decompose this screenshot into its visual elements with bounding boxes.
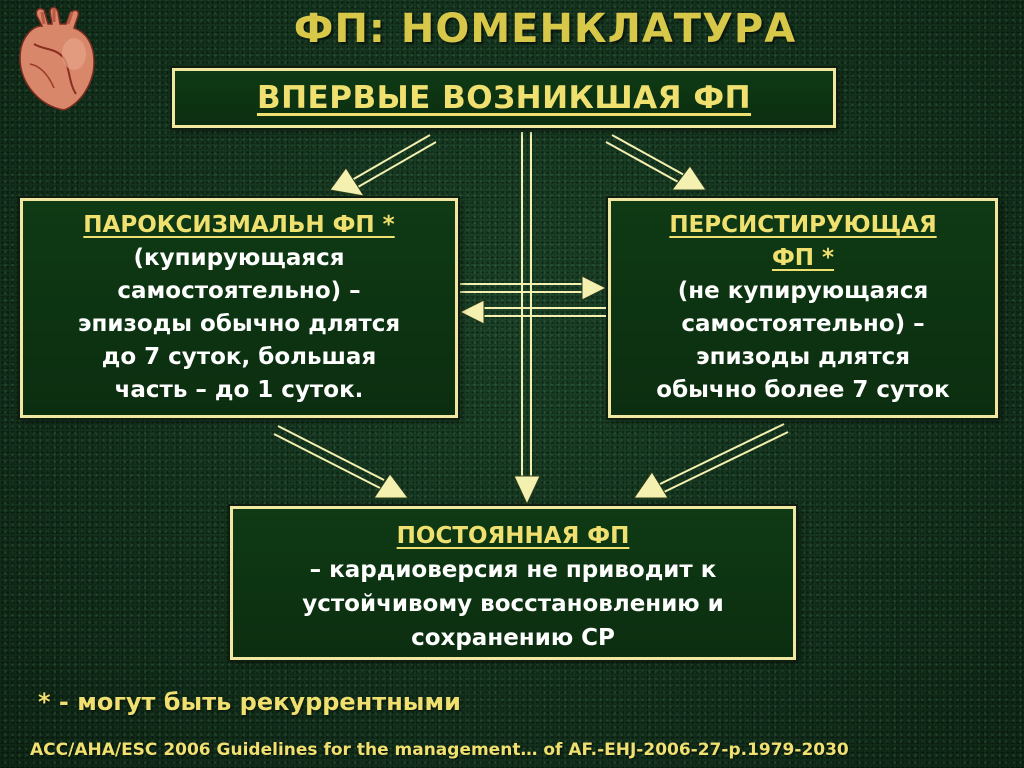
permanent-af-heading: ПОСТОЯННАЯ ФП (396, 523, 630, 549)
arrowhead-paroxysmal-to-persistent (581, 275, 608, 301)
arrow-first-to-paroxysmal (351, 134, 437, 188)
arrow-first-to-permanent (521, 132, 532, 478)
paroxysmal-line-1: (купирующаяся (133, 245, 345, 271)
persistent-af-box: ПЕРСИСТИРУЮЩАЯ ФП * (не купирующаяся сам… (606, 196, 1000, 420)
paroxysmal-line-5: часть – до 1 суток. (114, 377, 364, 403)
first-detected-af-heading: ВПЕРВЫЕ ВОЗНИКШАЯ ФП (256, 80, 752, 116)
heart-icon (19, 6, 95, 111)
permanent-line-3: сохранению СР (411, 625, 615, 651)
arrow-paroxysmal-to-permanent (273, 425, 385, 489)
recurrence-footnote: * - могут быть рекуррентными (38, 688, 461, 716)
page-title: ФП: НОМЕНКЛАТУРА (293, 6, 797, 52)
arrow-first-to-persistent (605, 134, 687, 184)
paroxysmal-line-2: самостоятельно) – (117, 278, 361, 304)
persistent-line-3: эпизоды длятся (695, 344, 911, 370)
arrow-persistent-to-permanent (659, 423, 789, 493)
paroxysmal-line-4: до 7 суток, большая (101, 344, 377, 370)
permanent-line-1: – кардиоверсия не приводит к (309, 557, 717, 583)
arrowhead-persistent-to-paroxysmal (458, 299, 485, 325)
persistent-af-heading-line-2: ФП * (771, 245, 835, 271)
paroxysmal-af-heading: ПАРОКСИЗМАЛЬН ФП * (83, 212, 395, 238)
persistent-line-1: (не купирующаяся (677, 278, 929, 304)
guideline-citation: ACC/AHA/ESC 2006 Guidelines for the mana… (30, 740, 849, 760)
paroxysmal-af-box: ПАРОКСИЗМАЛЬН ФП * (купирующаяся самосто… (18, 196, 460, 420)
arrowhead-paroxysmal-to-permanent (373, 473, 409, 499)
arrowhead-first-to-paroxysmal (329, 167, 366, 197)
arrowhead-first-to-permanent (513, 475, 541, 506)
arrow-paroxysmal-to-persistent (460, 283, 584, 293)
arrowhead-persistent-to-permanent (633, 471, 669, 499)
permanent-af-box: ПОСТОЯННАЯ ФП – кардиоверсия не приводит… (228, 504, 798, 662)
arrow-persistent-to-paroxysmal (482, 307, 606, 317)
paroxysmal-line-3: эпизоды обычно длятся (77, 311, 401, 337)
persistent-af-heading-line-1: ПЕРСИСТИРУЮЩАЯ (669, 212, 937, 238)
arrowhead-first-to-persistent (671, 165, 707, 191)
permanent-line-2: устойчивому восстановлению и (302, 591, 724, 617)
persistent-line-4: обычно более 7 суток (656, 377, 950, 403)
first-detected-af-box: ВПЕРВЫЕ ВОЗНИКШАЯ ФП (170, 66, 838, 130)
persistent-line-2: самостоятельно) – (681, 311, 925, 337)
